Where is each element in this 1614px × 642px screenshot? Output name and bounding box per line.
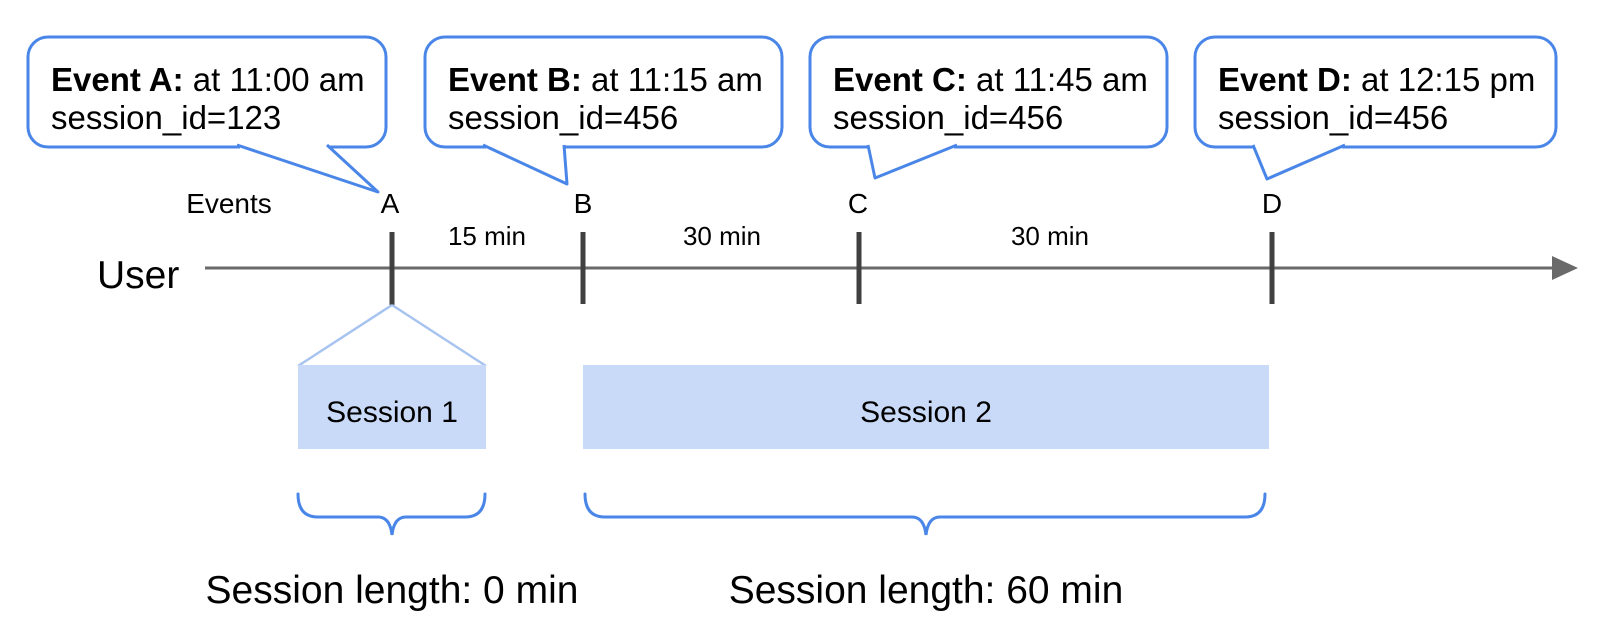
interval-b-c-label: 30 min <box>683 221 761 251</box>
event-c-bubble-tail <box>866 143 958 180</box>
event-a-title: Event A: <box>51 61 184 98</box>
event-d-session-id: session_id=456 <box>1218 99 1448 136</box>
event-d-bubble: Event D: at 12:15 pm session_id=456 <box>1193 35 1558 181</box>
interval-c-d-label: 30 min <box>1011 221 1089 251</box>
event-b-bubble-box <box>423 35 784 149</box>
event-b-bubble: Event B: at 11:15 am session_id=456 <box>423 35 784 186</box>
event-c-time: at 11:45 am <box>967 61 1148 98</box>
event-d-bubble-box <box>1193 35 1558 149</box>
event-a-letter: A <box>381 188 400 219</box>
event-b-bubble-text-line1: Event B: at 11:15 am <box>448 61 763 98</box>
timeline-arrowhead-icon <box>1552 256 1578 280</box>
session2-brace <box>583 492 1267 536</box>
event-b-time: at 11:15 am <box>582 61 763 98</box>
event-c-session-id: session_id=456 <box>833 99 1063 136</box>
event-b-session-id: session_id=456 <box>448 99 678 136</box>
session2-length-label: Session length: 60 min <box>729 569 1124 612</box>
event-b-bubble-tail <box>482 143 569 186</box>
event-c-bubble-text-line1: Event C: at 11:45 am <box>833 61 1148 98</box>
event-b-letter: B <box>574 188 593 219</box>
session1-length-label: Session length: 0 min <box>206 569 579 612</box>
session1-funnel-left-line <box>297 303 393 368</box>
event-d-letter: D <box>1262 188 1282 219</box>
event-a-bubble-tail <box>236 143 380 194</box>
event-a-bubble-box <box>26 35 388 149</box>
event-a-bubble: Event A: at 11:00 am session_id=123 <box>26 35 388 194</box>
event-a-time: at 11:00 am <box>184 61 365 98</box>
event-c-bubble-box <box>808 35 1169 149</box>
event-c-bubble: Event C: at 11:45 am session_id=456 <box>808 35 1169 180</box>
event-d-title: Event D: <box>1218 61 1352 98</box>
interval-a-b-label: 15 min <box>448 221 526 251</box>
event-d-bubble-tail <box>1251 143 1346 181</box>
user-axis-label: User <box>97 254 179 297</box>
session1-brace <box>296 492 487 536</box>
event-a-session-id: session_id=123 <box>51 99 281 136</box>
event-b-title: Event B: <box>448 61 582 98</box>
event-a-bubble-text-line1: Event A: at 11:00 am <box>51 61 365 98</box>
session1-funnel-right-line <box>391 303 487 368</box>
session1-label: Session 1 <box>326 396 458 429</box>
event-c-letter: C <box>848 188 868 219</box>
session2-label: Session 2 <box>860 396 992 429</box>
event-d-bubble-text-line1: Event D: at 12:15 pm <box>1218 61 1535 98</box>
session1-bar <box>298 365 486 449</box>
event-c-title: Event C: <box>833 61 967 98</box>
session2-bar <box>583 365 1269 449</box>
event-d-time: at 12:15 pm <box>1352 61 1535 98</box>
events-axis-label: Events <box>186 188 272 219</box>
